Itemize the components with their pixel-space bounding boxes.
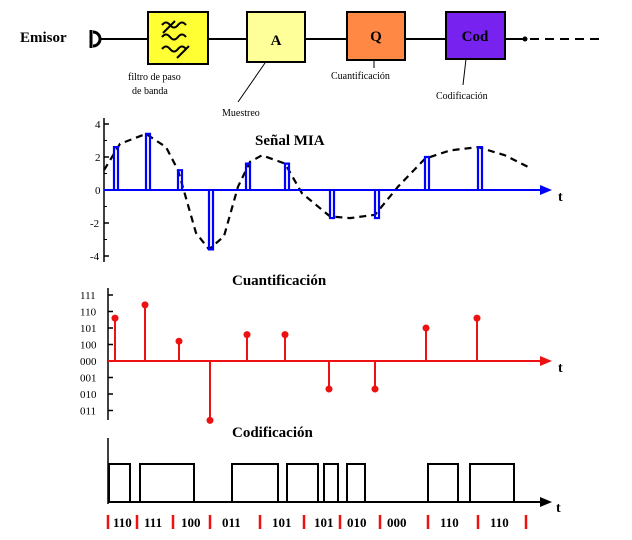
pam-sample-pulse (144, 132, 152, 190)
quant-sample-point (371, 385, 379, 393)
code-word-label: 100 (181, 515, 201, 530)
code-x-label: t (556, 501, 561, 516)
pam-y-tick-label: 0 (95, 185, 101, 197)
pam-sample-pulse (207, 190, 215, 251)
microphone-icon (89, 30, 102, 48)
pam-sample-pulse (176, 169, 184, 190)
code-axis-arrow (540, 497, 552, 507)
code-pulse (323, 463, 339, 502)
quant-x-label: t (558, 361, 563, 376)
code-pulse (108, 463, 131, 502)
quantizer-block (346, 11, 406, 61)
coder-pointer (462, 58, 467, 86)
chain-node (522, 36, 528, 42)
quant-y-tick-label: 101 (80, 323, 97, 335)
pam-sample-pulse (283, 162, 291, 190)
code-word-label: 011 (222, 515, 241, 530)
code-pulse (231, 463, 279, 502)
quant-sample-point (325, 385, 333, 393)
quantizer-caption: Cuantificación (331, 71, 390, 82)
pam-sample-pulse (373, 190, 381, 220)
quant-sample-point (111, 314, 119, 322)
quant-panel: Cuantificación 111110101100000001010011 … (80, 273, 563, 424)
code-word-label: 101 (272, 515, 292, 530)
filter-wave-icon (161, 20, 190, 59)
quant-y-tick-label: 100 (80, 340, 97, 352)
pam-sample-pulse (112, 146, 120, 190)
code-word-label: 101 (314, 515, 334, 530)
sampler-pointer (237, 62, 266, 103)
code-title: Codificación (232, 425, 313, 441)
quant-sample-point (175, 337, 183, 345)
pam-sample-pulse (244, 162, 252, 190)
code-word-label: 000 (387, 515, 407, 530)
quant-sample-point (243, 331, 251, 339)
pam-envelope-curve (103, 132, 529, 251)
quant-y-tick-label: 011 (80, 406, 96, 418)
emitter-label: Emisor (20, 30, 67, 46)
code-panel: Codificación t 110 111 100 011 101 101 010 000 1… (106, 425, 561, 530)
quant-sample-point (422, 324, 430, 332)
code-pulse (286, 463, 319, 502)
coder-label: Cod (462, 29, 489, 45)
pam-sample-pulse (328, 190, 336, 220)
pam-axis-arrow (540, 185, 552, 195)
pam-panel: Señal MIA 4 2 0 -2 -4 t (90, 118, 563, 263)
quant-y-tick-label: 001 (80, 373, 97, 385)
quant-y-tick-label: 110 (80, 307, 97, 319)
filter-caption-line1: filtro de paso (128, 72, 181, 83)
quant-y-tick-label: 000 (80, 356, 97, 368)
coder-caption: Codificación (436, 91, 488, 102)
quantizer-label: Q (370, 29, 382, 45)
sampler-caption: Muestreo (222, 108, 260, 119)
quant-title: Cuantificación (232, 273, 327, 289)
quant-y-tick-label: 111 (80, 290, 96, 302)
pam-y-tick-label: 2 (95, 152, 101, 164)
code-word-label: 110 (113, 515, 132, 530)
code-pulse (469, 463, 515, 502)
code-word-label: 110 (490, 515, 509, 530)
sampler-block (246, 11, 306, 63)
block-chain: Emisor filtro de paso de banda A Muestre… (20, 11, 605, 119)
quant-sample-point (281, 331, 289, 339)
pam-y-tick-label: 4 (95, 119, 101, 131)
pam-x-label: t (558, 190, 563, 205)
code-word-label: 110 (440, 515, 459, 530)
code-pulse (427, 463, 459, 502)
pam-title: Señal MIA (255, 133, 325, 149)
quant-sample-point (473, 314, 481, 322)
quant-y-tick-label: 010 (80, 389, 97, 401)
pam-y-tick-label: -4 (90, 251, 100, 263)
code-word-label: 111 (144, 515, 162, 530)
code-word-label: 010 (347, 515, 367, 530)
pam-y-tick-label: -2 (90, 218, 99, 230)
quant-sample-point (141, 301, 149, 309)
quant-sample-point (206, 416, 214, 424)
pam-sample-pulse (476, 146, 484, 190)
code-pulse (346, 463, 366, 502)
code-pulse (139, 463, 195, 502)
quant-axis-arrow (540, 356, 552, 366)
sampler-label: A (271, 33, 282, 49)
filter-caption-line2: de banda (132, 86, 168, 97)
coder-block (445, 11, 506, 60)
pam-sample-pulse (423, 155, 431, 190)
